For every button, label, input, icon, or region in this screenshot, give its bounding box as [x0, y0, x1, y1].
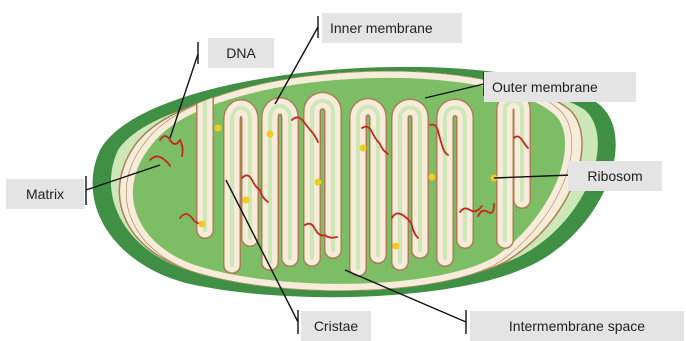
- label-inner-membrane: Inner membrane: [322, 13, 462, 43]
- label-ribosome: Ribosom: [568, 161, 662, 191]
- label-outer-membrane: Outer membrane: [484, 72, 636, 102]
- label-intermembrane-space: Intermembrane space: [470, 311, 684, 341]
- label-dna: DNA: [208, 38, 274, 68]
- label-cristae: Cristae: [301, 311, 371, 341]
- label-matrix: Matrix: [6, 179, 84, 209]
